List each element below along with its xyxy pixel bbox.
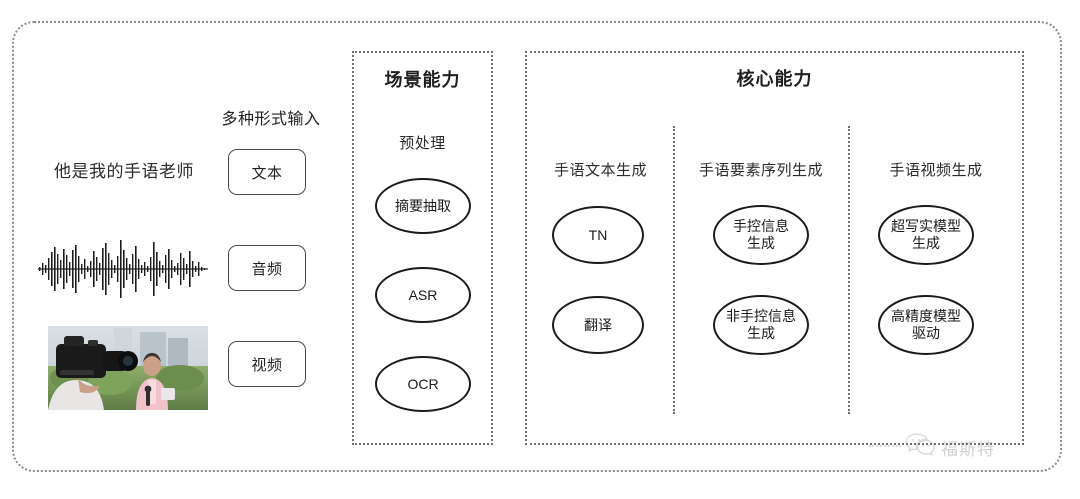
audio-waveform-icon bbox=[38, 238, 210, 300]
core-group-label-element-sequence: 手语要素序列生成 bbox=[698, 162, 823, 179]
scene-node-summary-extraction-label: 摘要抽取 bbox=[395, 197, 451, 214]
core-capability-panel bbox=[525, 51, 1024, 445]
watermark: 福斯特 bbox=[869, 432, 995, 463]
core-node-highprecision-model-drive[interactable]: 高精度模型 驱动 bbox=[878, 295, 974, 355]
scene-node-summary-extraction[interactable]: 摘要抽取 bbox=[375, 178, 471, 234]
scene-node-asr-label: ASR bbox=[408, 286, 438, 303]
scene-node-asr[interactable]: ASR bbox=[375, 267, 471, 323]
core-node-photoreal-model-generation[interactable]: 超写实模型 生成 bbox=[878, 205, 974, 265]
core-node-translation[interactable]: 翻译 bbox=[552, 296, 644, 354]
core-node-manual-info-generation[interactable]: 手控信息 生成 bbox=[713, 205, 809, 265]
video-thumbnail-image bbox=[48, 326, 208, 410]
watermark-dotted-lead bbox=[869, 445, 901, 447]
scene-capability-title: 场景能力 bbox=[384, 70, 461, 90]
scene-node-ocr-label: OCR bbox=[407, 375, 439, 392]
core-node-nonmanual-info-generation[interactable]: 非手控信息 生成 bbox=[713, 295, 809, 355]
core-capability-title: 核心能力 bbox=[736, 69, 813, 89]
scene-group-label-preprocess: 预处理 bbox=[399, 135, 446, 152]
core-node-nonmanual-info-generation-label: 非手控信息 生成 bbox=[726, 308, 796, 341]
core-node-tn[interactable]: TN bbox=[552, 206, 644, 264]
scene-capability-panel bbox=[352, 51, 493, 445]
modality-button-video-label: 视频 bbox=[251, 356, 283, 374]
modality-button-video[interactable]: 视频 bbox=[228, 341, 306, 387]
wechat-icon bbox=[905, 432, 935, 463]
watermark-text: 福斯特 bbox=[941, 440, 995, 459]
core-node-highprecision-model-drive-label: 高精度模型 驱动 bbox=[891, 308, 961, 341]
core-column-divider-2 bbox=[848, 126, 850, 414]
diagram-outer-frame bbox=[12, 21, 1062, 472]
core-node-tn-label: TN bbox=[588, 226, 608, 243]
modality-button-text-label: 文本 bbox=[251, 164, 283, 182]
modality-button-audio-label: 音频 bbox=[251, 260, 283, 278]
core-group-label-text-generation: 手语文本生成 bbox=[553, 162, 647, 179]
modality-button-audio[interactable]: 音频 bbox=[228, 245, 306, 291]
input-section-heading: 多种形式输入 bbox=[221, 111, 321, 128]
core-node-photoreal-model-generation-label: 超写实模型 生成 bbox=[891, 218, 961, 251]
sample-sentence-text: 他是我的手语老师 bbox=[54, 162, 194, 181]
scene-node-ocr[interactable]: OCR bbox=[375, 356, 471, 412]
modality-button-text[interactable]: 文本 bbox=[228, 149, 306, 195]
core-node-translation-label: 翻译 bbox=[584, 316, 612, 333]
core-node-manual-info-generation-label: 手控信息 生成 bbox=[733, 218, 789, 251]
core-group-label-video-generation: 手语视频生成 bbox=[889, 162, 983, 179]
core-column-divider-1 bbox=[673, 126, 675, 414]
